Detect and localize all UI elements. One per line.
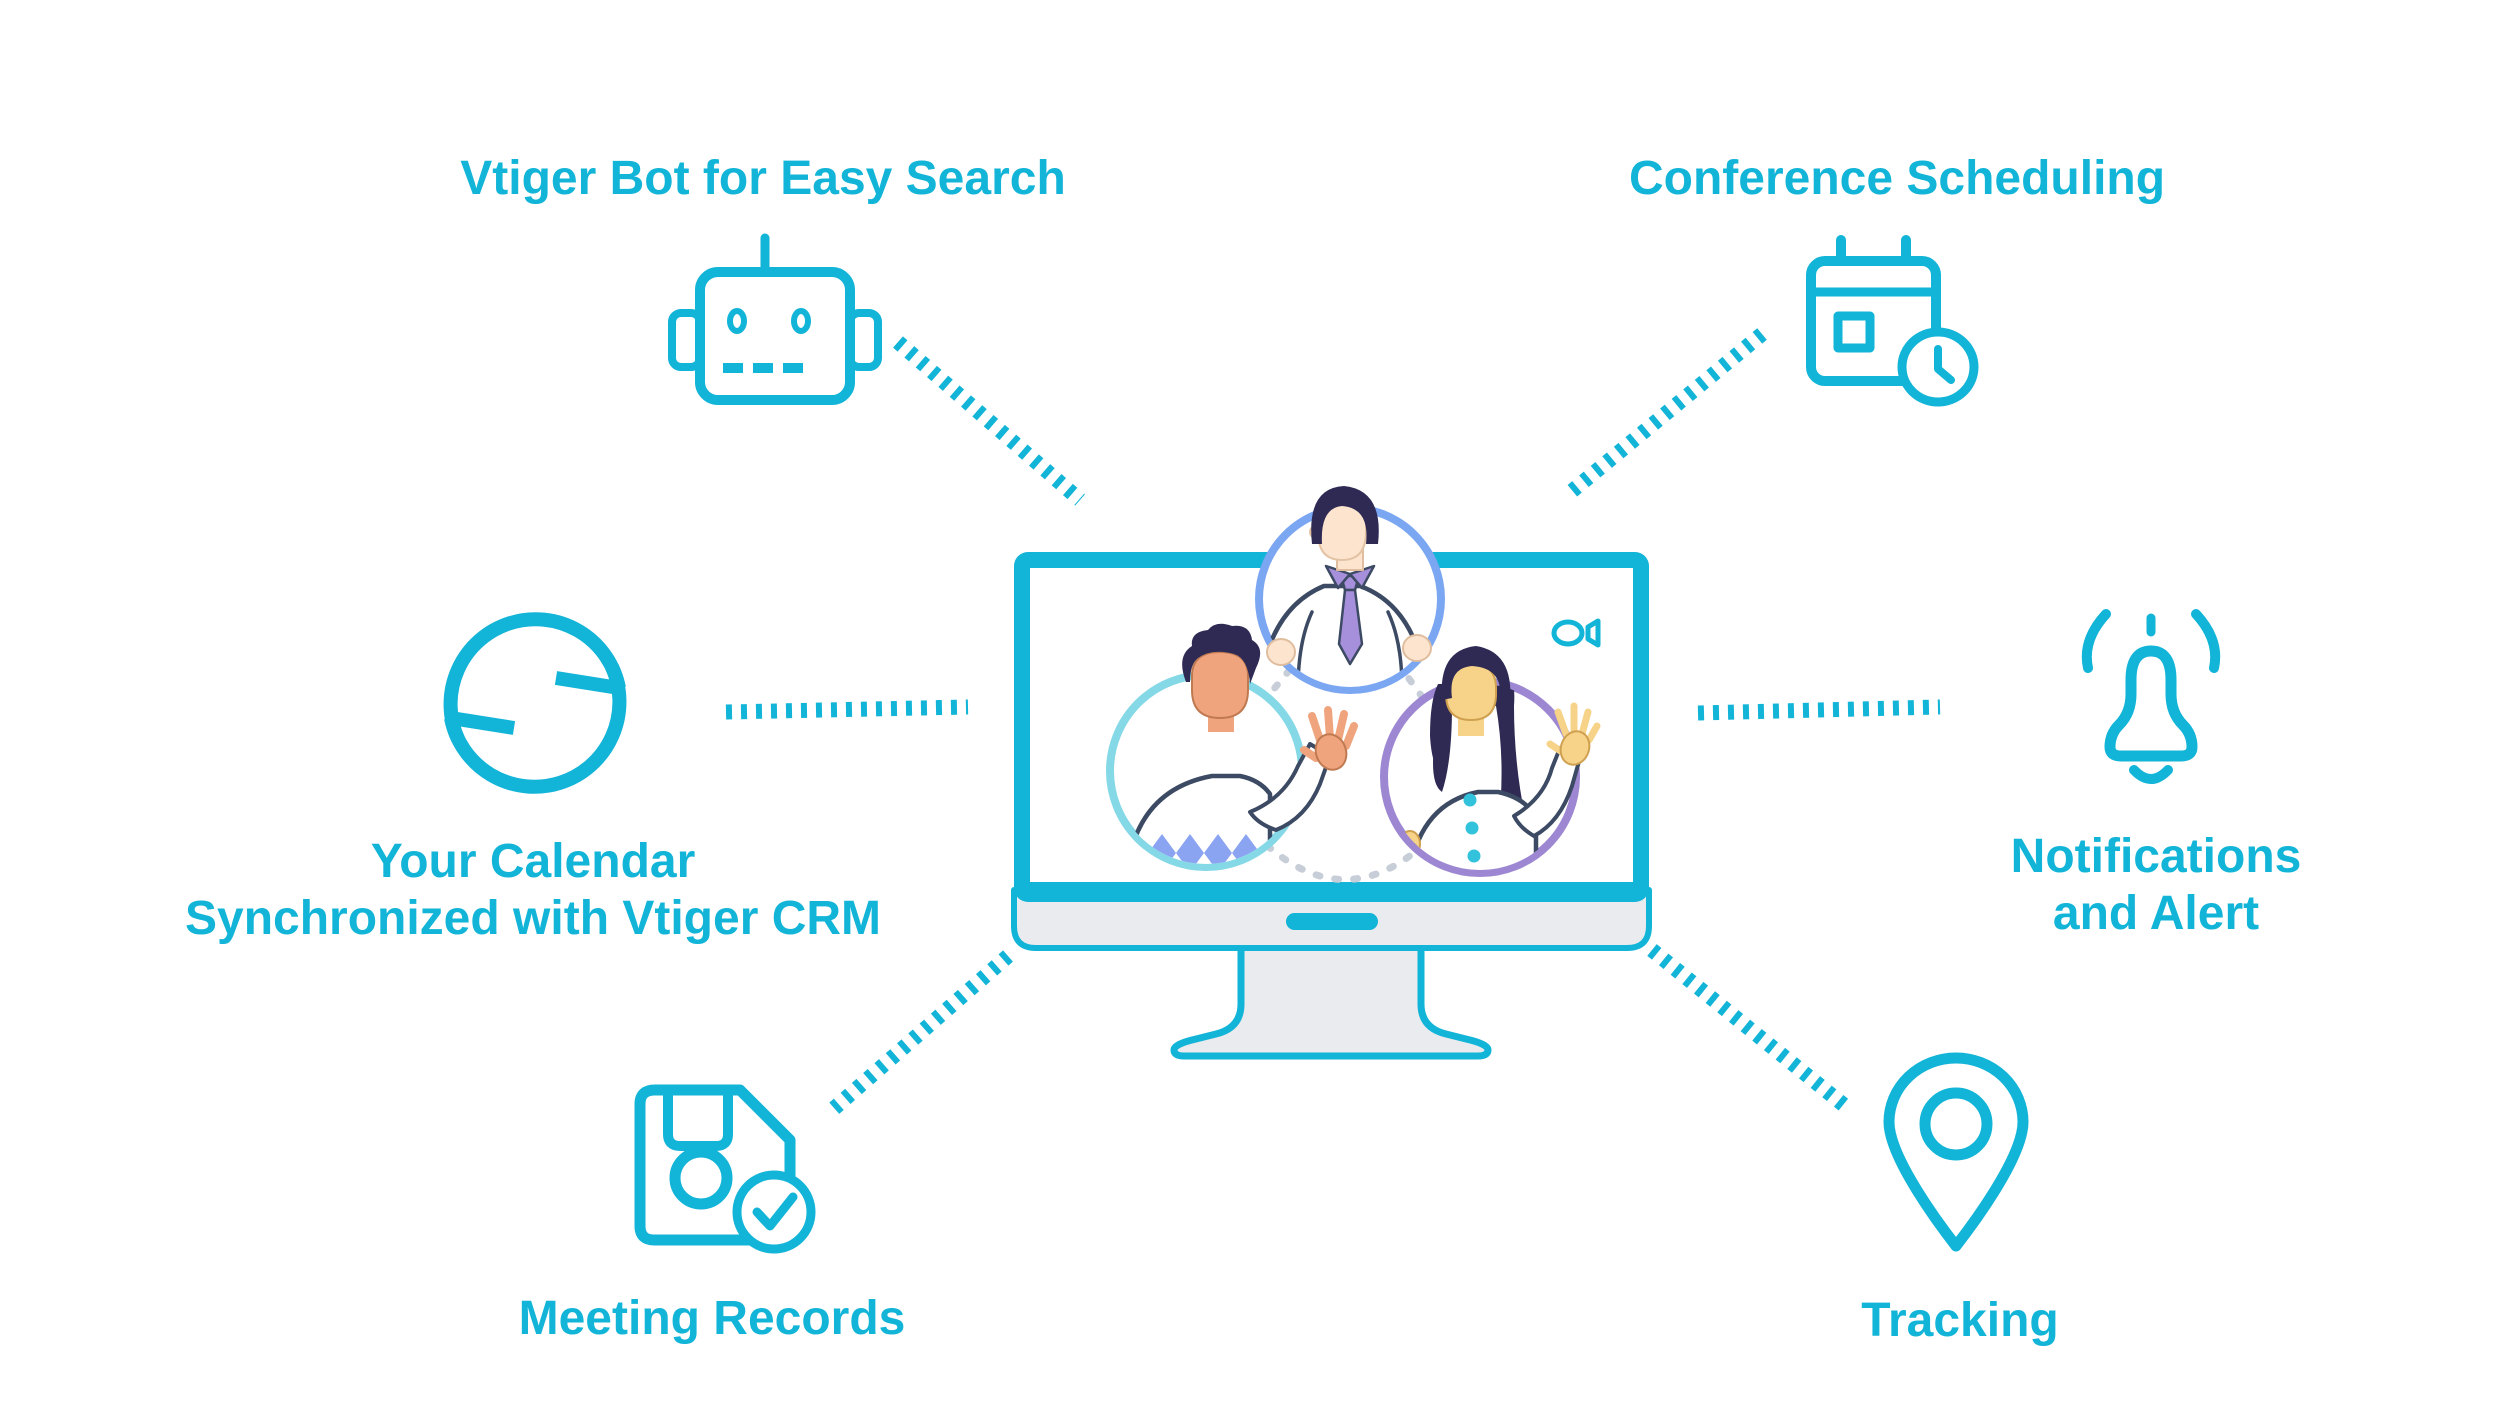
connector-sync <box>725 699 969 720</box>
participant-right <box>1380 646 1601 877</box>
connector-records <box>825 950 1013 1118</box>
connector-tracking <box>1647 944 1855 1116</box>
monitor-illustration <box>1011 486 1652 1060</box>
connector-lines <box>725 328 1941 1118</box>
feature-label-tracking: Tracking <box>1861 1292 2058 1349</box>
feature-label-line: and Alert <box>2052 887 2260 940</box>
location-pin-icon <box>1883 1052 2029 1252</box>
floppy-disk-check-icon <box>634 1084 816 1254</box>
sync-arrows-icon <box>443 612 627 794</box>
participant-top <box>1255 486 1445 694</box>
connector-bot <box>893 336 1085 506</box>
bell-icon <box>2081 609 2221 784</box>
feature-label-notifications: Notifications and Alert <box>2011 828 2302 942</box>
feature-label-line: Conference Scheduling <box>1628 152 2166 205</box>
feature-label-conference-scheduling: Conference Scheduling <box>1629 150 2165 207</box>
feature-label-line: Notifications <box>2010 830 2302 883</box>
calendar-clock-icon <box>1806 235 1979 407</box>
connector-notifications <box>1697 699 1941 721</box>
feature-label-calendar-sync: Your Calendar Synchronized with Vtiger C… <box>185 833 881 947</box>
feature-label-line: Synchronized with Vtiger CRM <box>184 892 882 945</box>
feature-label-meeting-records: Meeting Records <box>519 1290 906 1347</box>
video-camera-icon <box>1551 618 1601 648</box>
connector-scheduling <box>1561 328 1767 502</box>
feature-label-line: Meeting Records <box>518 1292 906 1345</box>
monitor-power-pill <box>1286 913 1378 930</box>
monitor-stand <box>1170 942 1492 1060</box>
feature-label-line: Vtiger Bot for Easy Search <box>460 152 1066 205</box>
feature-label-line: Tracking <box>1861 1294 2059 1347</box>
feature-label-line: Your Calendar <box>370 835 696 888</box>
robot-icon <box>668 233 882 405</box>
feature-label-vtiger-bot: Vtiger Bot for Easy Search <box>460 150 1066 207</box>
